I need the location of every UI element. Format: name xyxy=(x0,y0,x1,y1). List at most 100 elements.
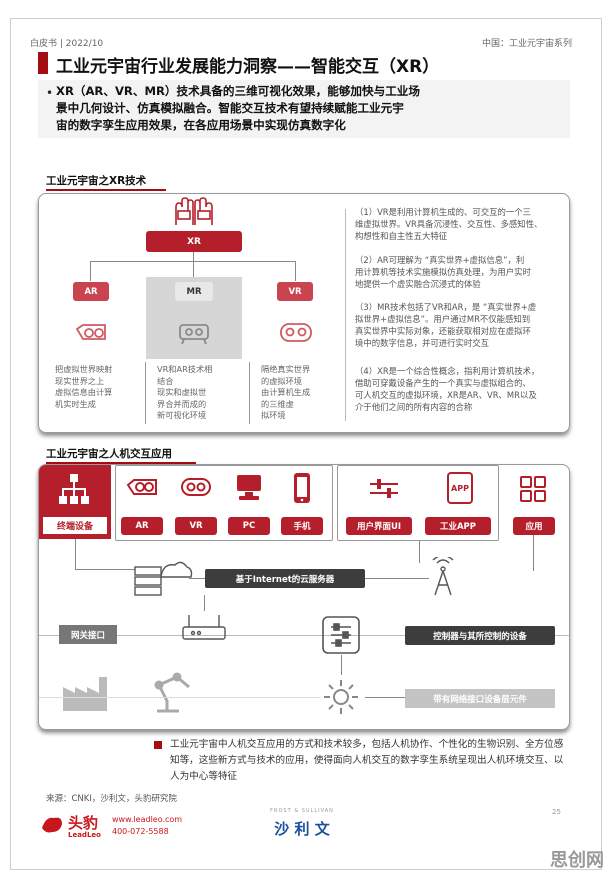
device-pc-label: PC xyxy=(228,517,270,535)
leadleo-en: LeadLeo xyxy=(68,831,101,839)
vr-note-line: 的三维虚 xyxy=(261,398,294,409)
ui-label: 用户界面UI xyxy=(346,517,412,535)
vr-note-line: 隔绝真实世界 xyxy=(261,364,311,374)
vr-note-line: 由计算机生成 xyxy=(261,387,311,397)
row-divider xyxy=(39,635,571,636)
footer-note: 工业元宇宙中人机交互应用的方式和技术较多，包括人机协作、个性化的生物识别、全方位… xyxy=(170,739,564,782)
device-vr-label: VR xyxy=(175,517,217,535)
server-cloud-icon xyxy=(134,561,193,596)
ar-node: AR xyxy=(73,282,109,301)
hci-panel: 终端设备 AR VR PC 手机 APP 用户界面UI 工业APP 应用 xyxy=(38,464,571,730)
vr-notes: 隔绝真实世界 的虚拟环境 由计算机生成 的三维虚 拟环境 xyxy=(261,364,351,422)
device-ar-label: AR xyxy=(121,517,163,535)
leopard-icon xyxy=(42,817,62,833)
terminal-label: 终端设备 xyxy=(43,517,107,534)
leadleo-phone: 400-072-5588 xyxy=(112,827,169,836)
mr-note-line: 新可视化环境 xyxy=(157,410,207,420)
devices-group xyxy=(115,465,333,541)
xr-point-2: （2）AR可理解为 “真实世界+虚拟信息”，利 用计算机等技术实施模拟仿真处理，… xyxy=(355,254,567,290)
connector xyxy=(189,578,205,579)
industrial-app-label: 工业APP xyxy=(425,517,491,535)
gateway-label: 网关接口 xyxy=(59,625,117,644)
mr-notes: VR和AR技术相 结合 现实和虚拟世 界合并而成的 新可视化环境 xyxy=(157,364,245,422)
connector xyxy=(365,697,405,698)
connector xyxy=(533,535,534,571)
ar-note-line: 虚拟信息由计算 xyxy=(55,387,113,397)
title-accent-bar xyxy=(38,52,48,74)
point-line: 真实世界中实际对象，还能获取相对应在虚拟环 xyxy=(355,326,531,336)
footer-bullet xyxy=(154,741,162,749)
point-line: 可人机交互的虚拟环境，XR是AR、VR、MR以及 xyxy=(355,390,537,400)
device-phone-label: 手机 xyxy=(281,517,323,535)
network-tree-icon xyxy=(59,474,89,504)
point-line: 介于他们之间的所有内容的合称 xyxy=(355,402,473,412)
mr-headset-icon xyxy=(179,324,209,345)
leadleo-url[interactable]: www.leadleo.com xyxy=(112,815,183,824)
phone-icon xyxy=(294,473,310,503)
leadleo-cn: 头豹 xyxy=(68,814,99,832)
point-line: 地提供一个虚实融合沉浸式的体验 xyxy=(355,279,481,289)
hands-icon xyxy=(175,197,213,225)
ar-notes: 把虚拟世界映射 现实世界之上 虚拟信息由计算 机实时生成 xyxy=(55,364,143,410)
point-line: （4）XR是一个综合性概念，指利用计算机技术， xyxy=(355,366,540,376)
section2-underline xyxy=(46,462,196,464)
bullet-line-1: XR（AR、VR、MR）技术具备的三维可视化效果，能够加快与工业场 xyxy=(56,84,420,98)
mr-node: MR xyxy=(175,282,213,301)
bullet-line-3: 宙的数字孪生应用效果，在各应用场景中实现仿真数字化 xyxy=(56,118,346,132)
xr-node: XR xyxy=(146,231,242,252)
connector xyxy=(365,578,429,579)
section2-title: 工业元宇宙之人机交互应用 xyxy=(46,448,172,460)
page-number: 25 xyxy=(552,808,561,816)
bullet-line-2: 景中几何设计、仿真模拟融合。智能交互技术有望持续赋能工业元宇 xyxy=(56,101,404,115)
ar-note-line: 现实世界之上 xyxy=(55,375,105,386)
vr-headset-icon xyxy=(280,323,312,342)
point-line: 境中的数字信息，并可进行实时交互 xyxy=(355,338,489,348)
row-divider xyxy=(39,697,321,698)
svg-text:APP: APP xyxy=(451,484,469,493)
point-line: 拟世界+虚拟信息”。用户通过MR不仅能感知到 xyxy=(355,314,531,324)
vr-node: VR xyxy=(277,282,313,301)
frost-cn: 沙 利 文 xyxy=(274,820,330,838)
vr-note-line: 拟环境 xyxy=(261,410,286,420)
ar-glasses-icon xyxy=(75,324,106,340)
cloud-server-label: 基于Internet的云服务器 xyxy=(205,569,365,588)
xr-point-1: （1）VR是利用计算机生成的、可交互的一个三 维虚拟世界。VR具备沉浸性、交互性… xyxy=(355,206,567,242)
xr-connector xyxy=(193,252,194,261)
connector xyxy=(75,569,135,570)
apps-grid-icon xyxy=(520,476,546,502)
antenna-tower-icon xyxy=(432,557,454,596)
factory-icon xyxy=(63,677,107,711)
notes-separator xyxy=(249,362,250,424)
ar-note-line: 机实时生成 xyxy=(55,398,96,409)
robot-arm-icon xyxy=(154,672,190,713)
point-line: （1）VR是利用计算机生成的、可交互的一个三 xyxy=(355,207,532,217)
column-divider xyxy=(345,209,346,421)
bullet-dot: • xyxy=(46,86,54,100)
point-line: （3）MR技术包括了VR和AR，是 “真实世界+虚 xyxy=(355,302,537,312)
pc-icon xyxy=(237,475,261,500)
controller-icon xyxy=(322,616,360,654)
application-label: 应用 xyxy=(513,517,555,535)
mr-connector xyxy=(193,261,194,281)
source-note: 来源：CNKI，沙利文，头豹研究院 xyxy=(46,794,177,804)
xr-point-4: （4）XR是一个综合性概念，指利用计算机技术， 借助可穿戴设备产生的一个真实与虚… xyxy=(355,365,567,413)
mr-note-line: VR和AR技术相 xyxy=(157,364,213,374)
connector xyxy=(204,595,205,611)
mr-note-line: 结合 xyxy=(157,375,174,386)
router-icon xyxy=(182,615,226,640)
ui-group xyxy=(337,465,499,541)
connector xyxy=(341,655,342,675)
header-right: 中国：工业元宇宙系列 xyxy=(481,39,572,49)
header-left: 白皮书 | 2022/10 xyxy=(30,39,104,49)
vr-note-line: 的虚拟环境 xyxy=(261,375,302,386)
section1-title: 工业元宇宙之XR技术 xyxy=(46,175,147,187)
notes-separator xyxy=(145,362,146,424)
point-line: 借助可穿戴设备产生的一个真实与虚拟组合的、 xyxy=(355,378,531,388)
ar-device-icon xyxy=(126,479,157,495)
sliders-icon xyxy=(370,479,398,498)
page-frame xyxy=(10,18,602,870)
point-line: 维虚拟世界。VR具备沉浸性、交互性、多感知性、 xyxy=(355,219,543,229)
frost-en: FROST & SULLIVAN xyxy=(270,808,334,814)
point-line: 用计算机等技术实施模拟仿真处理，为用户实时 xyxy=(355,267,531,277)
connector xyxy=(75,539,76,569)
